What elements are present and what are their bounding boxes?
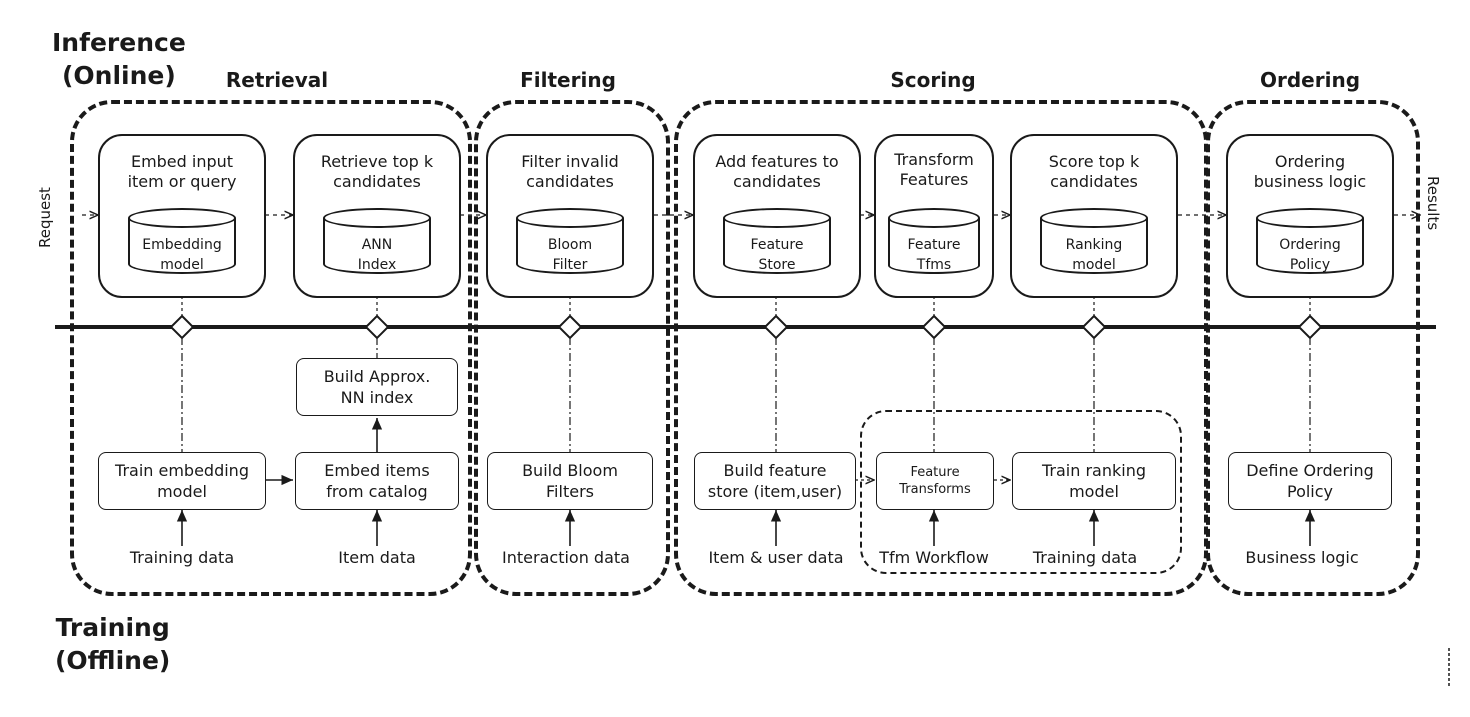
ranking-model-database-icon: Ranking model — [1040, 208, 1148, 284]
offline-label: (Offline) — [55, 646, 171, 675]
training-pipeline-subgroup — [860, 410, 1182, 574]
junction-diamond — [169, 314, 195, 340]
source-business-logic: Business logic — [1245, 548, 1359, 567]
build-bloom-filters-box[interactable]: Build Bloom Filters — [487, 452, 653, 510]
train-embedding-model-box[interactable]: Train embedding model — [98, 452, 266, 510]
stage-title-ordering: Ordering — [1259, 68, 1361, 92]
inference-label: Inference — [52, 28, 186, 57]
junction-diamond — [763, 314, 789, 340]
feature-store-label: Feature Store — [750, 237, 804, 273]
source-tfm-workflow: Tfm Workflow — [879, 548, 989, 567]
stage-title-retrieval: Retrieval — [225, 68, 329, 92]
embedding-model-database-icon: Embedding model — [128, 208, 236, 284]
results-label: Results — [1424, 176, 1442, 231]
feature-transforms-box[interactable]: Feature Transforms — [876, 452, 994, 510]
retrieve-top-k-box[interactable]: Retrieve top k candidates ANN Index — [293, 134, 461, 298]
embed-input-title: Embed input item or query — [127, 152, 237, 191]
retrieve-top-k-title: Retrieve top k candidates — [320, 152, 434, 191]
retrieval-group — [70, 100, 472, 596]
source-item-data: Item data — [338, 548, 416, 567]
define-ordering-policy-box[interactable]: Define Ordering Policy — [1228, 452, 1392, 510]
source-training-data-ranking: Training data — [1032, 548, 1138, 567]
build-ann-index-box[interactable]: Build Approx. NN index — [296, 358, 458, 416]
training-label: Training — [55, 613, 170, 642]
transform-features-box[interactable]: Transform Features Feature Tfms — [874, 134, 994, 298]
online-label: (Online) — [62, 61, 176, 90]
feature-tfms-label: Feature Tfms — [907, 237, 961, 273]
filtering-group — [474, 100, 670, 596]
stage-title-filtering: Filtering — [520, 68, 616, 92]
score-top-k-box[interactable]: Score top k candidates Ranking model — [1010, 134, 1178, 298]
bloom-filter-database-icon: Bloom Filter — [516, 208, 624, 284]
embedding-model-label: Embedding model — [142, 237, 222, 273]
inference-online-label: Inference (Online) — [52, 26, 186, 92]
ranking-model-label: Ranking model — [1065, 237, 1123, 273]
feature-tfms-database-icon: Feature Tfms — [888, 208, 980, 284]
build-feature-store-box[interactable]: Build feature store (item,user) — [694, 452, 856, 510]
embed-input-box[interactable]: Embed input item or query Embedding mode… — [98, 134, 266, 298]
transform-features-title: Transform Features — [894, 150, 974, 189]
source-item-user-data: Item & user data — [708, 548, 844, 567]
score-top-k-title: Score top k candidates — [1048, 152, 1140, 191]
embed-items-box[interactable]: Embed items from catalog — [295, 452, 459, 510]
junction-diamond — [1081, 314, 1107, 340]
source-interaction-data: Interaction data — [502, 548, 630, 567]
filter-invalid-box[interactable]: Filter invalid candidates Bloom Filter — [486, 134, 654, 298]
junction-diamond — [921, 314, 947, 340]
source-training-data: Training data — [129, 548, 235, 567]
ann-index-database-icon: ANN Index — [323, 208, 431, 284]
request-label: Request — [36, 187, 54, 248]
add-features-title: Add features to candidates — [715, 152, 839, 191]
ordering-business-logic-box[interactable]: Ordering business logic Ordering Policy — [1226, 134, 1394, 298]
junction-diamond — [1297, 314, 1323, 340]
filter-invalid-title: Filter invalid candidates — [521, 152, 619, 191]
training-offline-label: Training (Offline) — [55, 611, 170, 677]
ordering-policy-label: Ordering Policy — [1279, 237, 1341, 273]
add-features-box[interactable]: Add features to candidates Feature Store — [693, 134, 861, 298]
stage-title-scoring: Scoring — [890, 68, 976, 92]
junction-diamond — [557, 314, 583, 340]
ordering-policy-database-icon: Ordering Policy — [1256, 208, 1364, 284]
junction-diamond — [364, 314, 390, 340]
ordering-group — [1206, 100, 1420, 596]
ann-index-label: ANN Index — [357, 237, 397, 273]
train-ranking-model-box[interactable]: Train ranking model — [1012, 452, 1176, 510]
feature-store-database-icon: Feature Store — [723, 208, 831, 284]
bloom-filter-label: Bloom Filter — [547, 237, 593, 273]
ordering-business-logic-title: Ordering business logic — [1253, 152, 1367, 191]
